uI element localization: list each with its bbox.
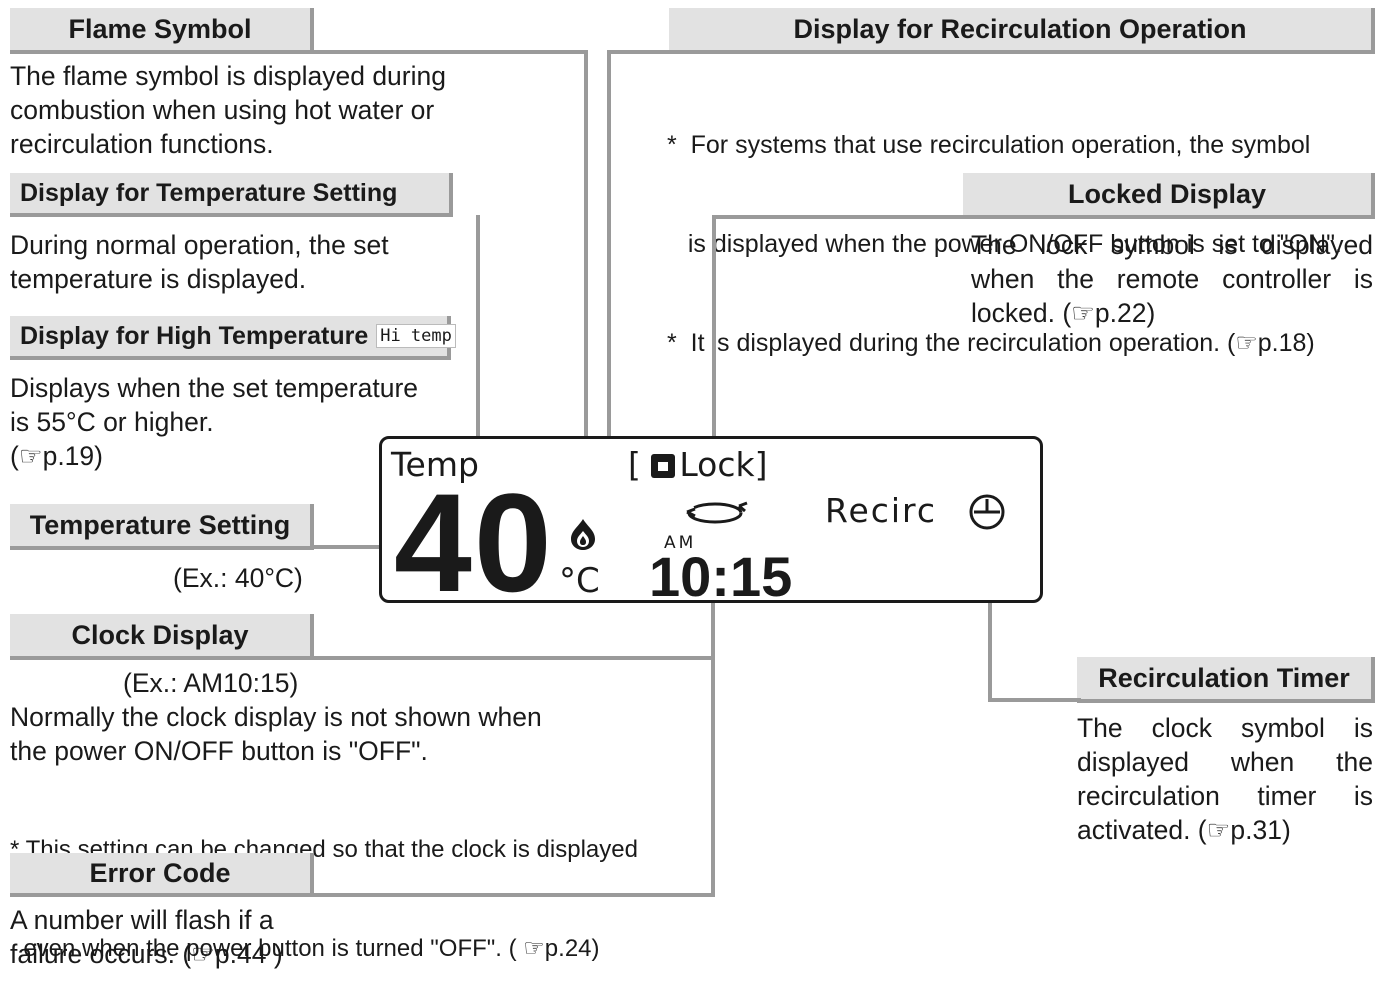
leader-line-timer-v [988, 520, 992, 702]
leader-line-flame-v [584, 50, 588, 522]
leader-line-recirc-op-v [607, 50, 611, 512]
temperature-setting-header: Temperature Setting [10, 504, 314, 550]
recirculation-icon [686, 501, 748, 524]
lcd-lock-indicator: [ Lock] [628, 445, 768, 484]
temperature-setting-display-description: During normal operation, the set tempera… [10, 230, 389, 294]
hi-temp-badge: Hi temp [376, 324, 456, 348]
recirculation-timer-header: Recirculation Timer [1077, 657, 1375, 703]
leader-line-timer-h [988, 698, 1081, 702]
remote-lcd-display: Temp [ Lock] 40 °C AM 10:15 Recirc [379, 436, 1043, 603]
leader-line-temp-setting-h [310, 545, 400, 549]
leader-line-locked-v [712, 215, 716, 455]
clock-display-example: (Ex.: AM10:15) [123, 668, 299, 698]
leader-line-clock-v [711, 600, 715, 897]
locked-display-description: The lock symbol is displayed when the re… [971, 230, 1373, 328]
leader-line-locked-h [712, 215, 967, 219]
leader-line-recirc-op-h [607, 50, 673, 54]
leader-line-clock-h [310, 656, 715, 660]
clock-display-header: Clock Display [10, 614, 314, 660]
lcd-recirc-label: Recirc [825, 491, 938, 530]
lcd-clock-time: 10:15 [649, 545, 793, 603]
flame-symbol-header: Flame Symbol [10, 8, 314, 54]
leader-line-temp-display-v [476, 215, 480, 452]
recirculation-operation-header: Display for Recirculation Operation [669, 8, 1375, 54]
recirculation-timer-description: The clock symbol is displayed when the r… [1077, 713, 1373, 845]
error-code-header: Error Code [10, 853, 314, 897]
leader-line-error-h [310, 893, 715, 897]
flame-icon [571, 519, 595, 550]
locked-display-header: Locked Display [963, 173, 1375, 219]
lcd-temperature-value: 40 [394, 464, 554, 603]
temperature-setting-display-header: Display for Temperature Setting [10, 173, 453, 217]
lock-icon [651, 454, 676, 478]
clock-display-description: Normally the clock display is not shown … [10, 702, 542, 766]
lcd-celsius-unit: °C [559, 561, 600, 601]
leader-line-flame-h [310, 50, 588, 54]
temperature-setting-example: (Ex.: 40°C) [173, 563, 303, 593]
recirculation-operation-notes: * For systems that use recirculation ope… [667, 131, 1342, 357]
high-temperature-display-header: Display for High Temperature Hi temp [10, 316, 456, 360]
high-temperature-description: Displays when the set temperature is 55°… [10, 373, 419, 471]
lcd-temp-label: Temp [391, 445, 479, 484]
timer-clock-icon [969, 494, 1005, 530]
lcd-am-indicator: AM [664, 533, 697, 553]
error-code-description: A number will flash if a failure occurs.… [10, 905, 283, 969]
flame-symbol-description: The flame symbol is displayed during com… [10, 61, 446, 159]
